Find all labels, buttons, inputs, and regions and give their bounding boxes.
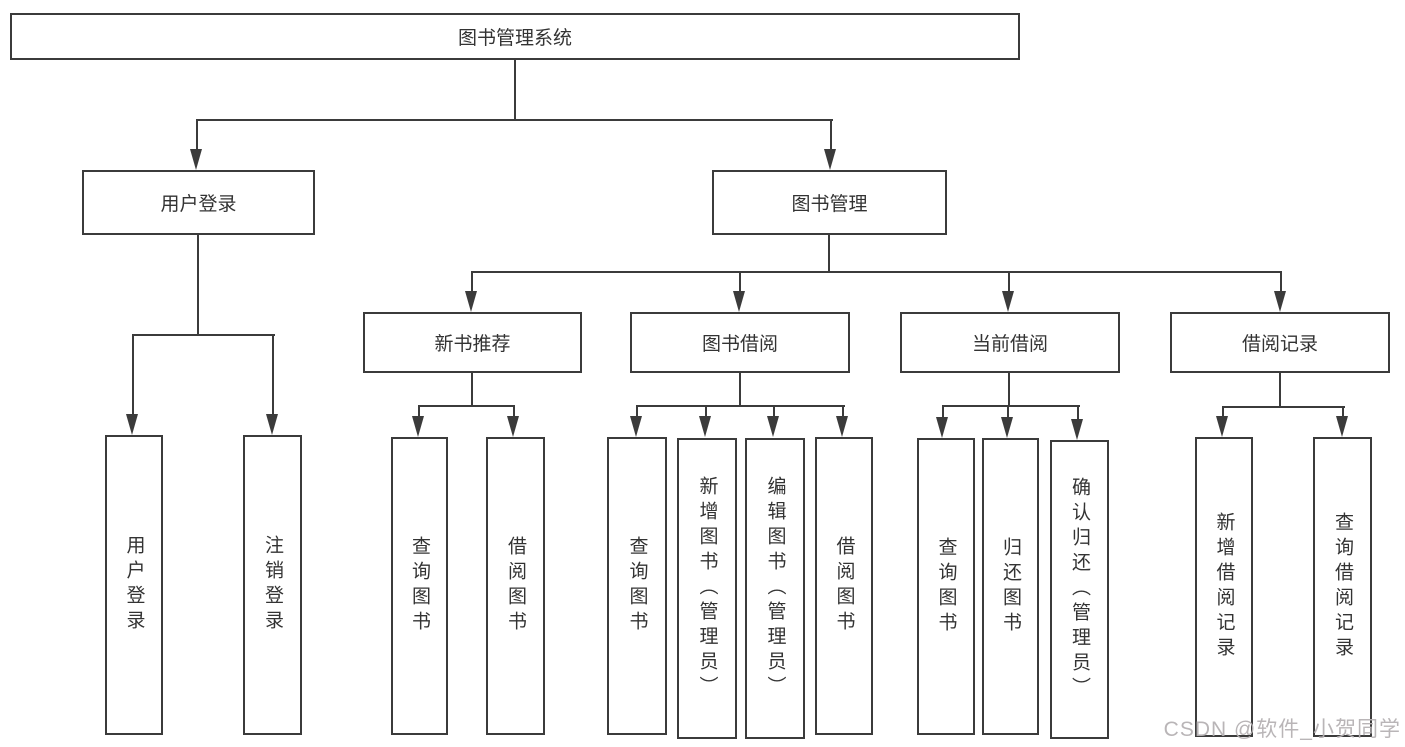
connector-line bbox=[1008, 371, 1010, 407]
arrow-down-icon bbox=[1002, 291, 1014, 312]
arrow-down-icon bbox=[836, 416, 848, 437]
arrow-down-icon bbox=[767, 416, 779, 437]
node-new-book-recommend: 新书推荐 bbox=[363, 312, 582, 373]
arrow-down-icon bbox=[936, 417, 948, 438]
connector-line bbox=[1222, 406, 1224, 419]
connector-line bbox=[1342, 406, 1344, 419]
connector-line bbox=[942, 405, 1080, 407]
node-user-login: 用户登录 bbox=[82, 170, 315, 235]
connector-line bbox=[418, 405, 420, 419]
csdn-watermark: CSDN @软件_小贺同学 bbox=[1163, 718, 1401, 741]
arrow-down-icon bbox=[1071, 419, 1083, 440]
leaf-borrow-borrow-books: 借阅图书 bbox=[815, 437, 873, 735]
leaf-current-query-books: 查询图书 bbox=[917, 438, 975, 735]
leaf-recommend-borrow-books: 借阅图书 bbox=[486, 437, 545, 735]
connector-line bbox=[830, 119, 832, 153]
arrow-down-icon bbox=[733, 291, 745, 312]
node-book-borrow: 图书借阅 bbox=[630, 312, 850, 373]
connector-line bbox=[514, 58, 516, 120]
leaf-records-query-record: 查询借阅记录 bbox=[1313, 437, 1372, 737]
leaf-user-login: 用户登录 bbox=[105, 435, 163, 735]
arrow-down-icon bbox=[507, 416, 519, 437]
arrow-down-icon bbox=[824, 149, 836, 170]
connector-line bbox=[1279, 371, 1281, 408]
connector-line bbox=[773, 405, 775, 419]
connector-line bbox=[1077, 405, 1079, 419]
node-book-management: 图书管理 bbox=[712, 170, 947, 235]
connector-line bbox=[1007, 405, 1009, 419]
connector-line bbox=[132, 334, 275, 336]
connector-line bbox=[272, 334, 274, 416]
connector-line bbox=[1008, 271, 1010, 293]
connector-line bbox=[1280, 271, 1282, 293]
arrow-down-icon bbox=[630, 416, 642, 437]
connector-line bbox=[196, 119, 198, 153]
connector-line bbox=[1222, 406, 1345, 408]
connector-line bbox=[739, 371, 741, 407]
connector-line bbox=[471, 371, 473, 407]
connector-line bbox=[197, 233, 199, 336]
arrow-down-icon bbox=[190, 149, 202, 170]
connector-line bbox=[739, 271, 741, 293]
leaf-recommend-query-books: 查询图书 bbox=[391, 437, 448, 735]
connector-line bbox=[513, 405, 515, 419]
connector-line bbox=[842, 405, 844, 419]
connector-line bbox=[705, 405, 707, 419]
leaf-borrow-edit-books-admin: 编辑图书（管理员） bbox=[745, 438, 805, 739]
node-borrow-records: 借阅记录 bbox=[1170, 312, 1390, 373]
arrow-down-icon bbox=[465, 291, 477, 312]
arrow-down-icon bbox=[412, 416, 424, 437]
arrow-down-icon bbox=[699, 416, 711, 437]
connector-line bbox=[942, 405, 944, 419]
connector-line bbox=[471, 271, 473, 293]
leaf-records-add-record: 新增借阅记录 bbox=[1195, 437, 1253, 737]
arrow-down-icon bbox=[1336, 416, 1348, 437]
leaf-borrow-add-books-admin: 新增图书（管理员） bbox=[677, 438, 737, 739]
connector-line bbox=[471, 271, 1282, 273]
leaf-borrow-query-books: 查询图书 bbox=[607, 437, 667, 735]
node-root-system: 图书管理系统 bbox=[10, 13, 1020, 60]
leaf-logout: 注销登录 bbox=[243, 435, 302, 735]
arrow-down-icon bbox=[1001, 417, 1013, 438]
leaf-current-return-books: 归还图书 bbox=[982, 438, 1039, 735]
leaf-current-confirm-return-admin: 确认归还（管理员） bbox=[1050, 440, 1109, 739]
connector-line bbox=[418, 405, 515, 407]
connector-line bbox=[828, 233, 830, 273]
arrow-down-icon bbox=[1274, 291, 1286, 312]
connector-line bbox=[196, 119, 833, 121]
connector-line bbox=[132, 334, 134, 416]
connector-line bbox=[636, 405, 638, 419]
node-current-borrow: 当前借阅 bbox=[900, 312, 1120, 373]
arrow-down-icon bbox=[266, 414, 278, 435]
connector-line bbox=[636, 405, 845, 407]
arrow-down-icon bbox=[1216, 416, 1228, 437]
arrow-down-icon bbox=[126, 414, 138, 435]
